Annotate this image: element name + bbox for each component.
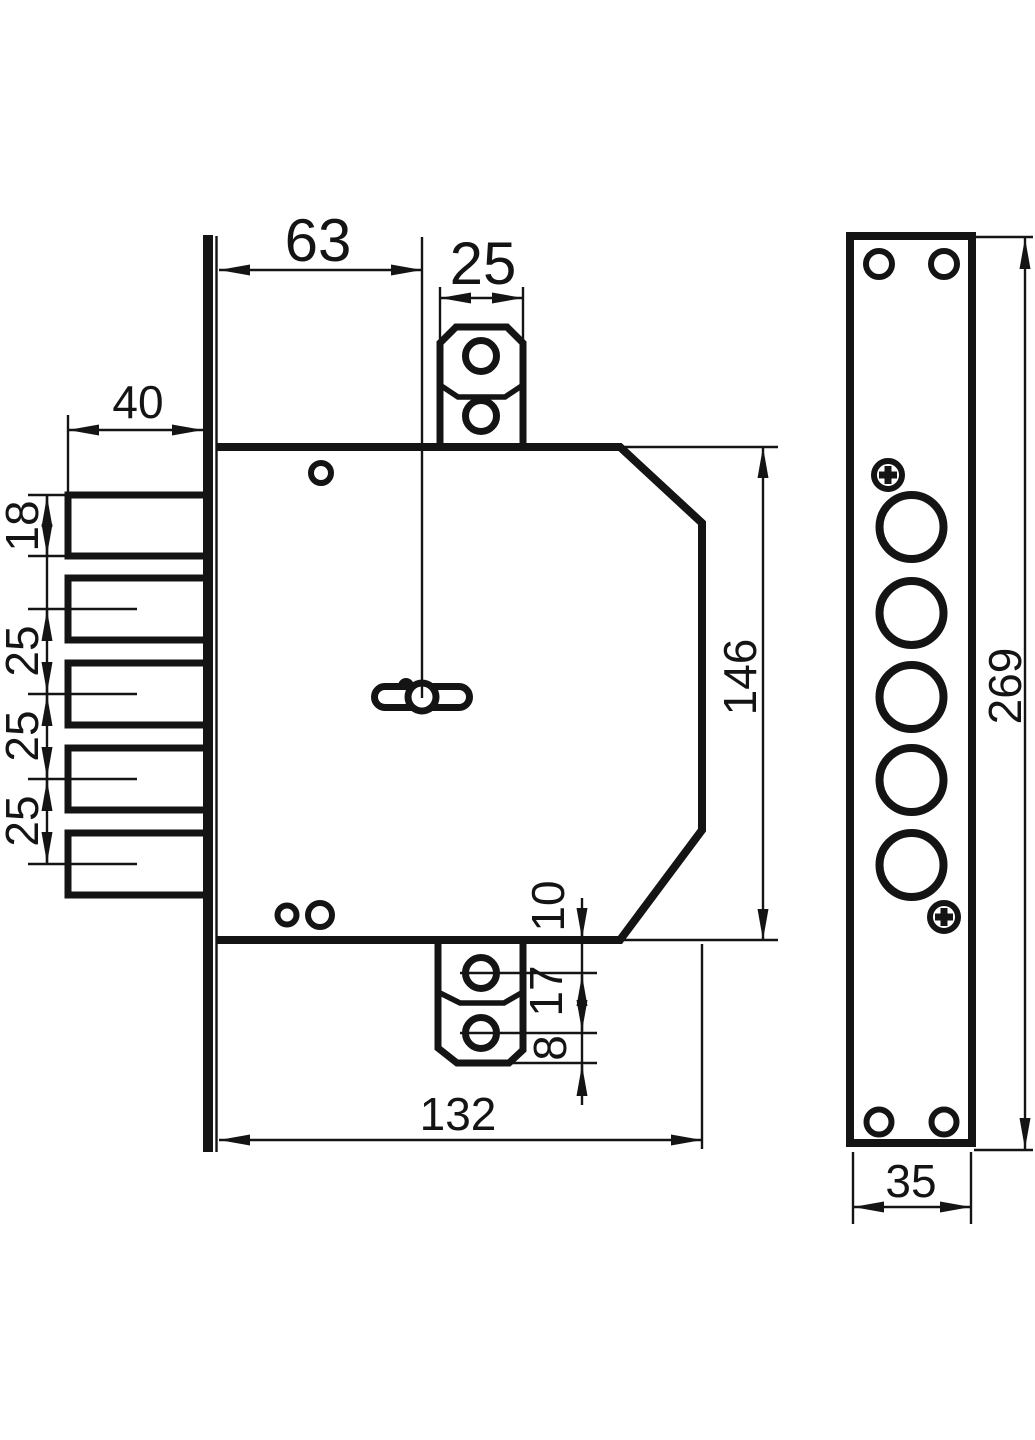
front-view: [846, 232, 976, 1147]
body-hole-bottom-right: [305, 900, 335, 930]
dim-aux-hole-offset-label: 10: [522, 880, 574, 931]
plate-bolt-hole-1: [875, 491, 948, 563]
dim-aux-hole-chain: 10 17 8: [460, 880, 597, 1105]
dim-aux-hole-to-bottom-label: 8: [524, 1035, 576, 1061]
deadbolt-1: [64, 491, 203, 560]
dim-body-height-label: 146: [714, 639, 766, 716]
dim-bolt-height-label: 18: [0, 500, 48, 551]
body-hole-bottom-left: [274, 902, 300, 928]
dim-plate-height: 269: [974, 235, 1033, 1152]
dim-plate-height-label: 269: [979, 648, 1031, 725]
plate-screw-hole-bottom-left: [863, 1106, 895, 1138]
plate-screw-hole-bottom-right: [928, 1106, 960, 1138]
bottom-latch-division: [436, 989, 525, 1006]
dim-backset: 63: [219, 207, 422, 276]
plate-bolt-hole-3: [875, 661, 948, 733]
dim-top-latch-width: 25: [438, 230, 525, 345]
top-latch: [436, 323, 527, 447]
dim-aux-hole-spacing-label: 17: [520, 965, 572, 1016]
deadbolts: [28, 491, 203, 899]
top-latch-division: [438, 382, 525, 400]
dim-bolt-spacing-c-label: 25: [0, 795, 48, 846]
dim-plate-width: 35: [851, 1152, 973, 1224]
faceplate-edge-bar: [203, 235, 213, 1152]
dim-plate-width-label: 35: [885, 1155, 936, 1207]
dim-bolt-stack: 18 25 25 25: [0, 493, 72, 864]
plate-bolt-hole-4: [875, 744, 948, 816]
top-latch-hole-1: [462, 337, 500, 375]
top-latch-hole-2: [462, 397, 500, 435]
plate-bolt-hole-5: [875, 829, 948, 901]
dim-backset-label: 63: [285, 207, 352, 274]
screw-bottom-icon: [927, 900, 961, 934]
dimensions-front-view: 269 35: [851, 235, 1033, 1224]
dim-bolt-spacing-a-label: 25: [0, 625, 48, 676]
bottom-latch: [434, 940, 527, 1067]
plate-screw-hole-top-left: [863, 248, 895, 280]
dim-bolt-spacing-b-label: 25: [0, 710, 48, 761]
body-hole-top: [308, 460, 334, 486]
plate-screw-hole-top-right: [928, 248, 960, 280]
dim-bolt-throw: 40: [66, 376, 203, 492]
plate-bolt-hole-2: [875, 577, 948, 649]
side-view: [28, 235, 706, 1152]
screw-top-icon: [871, 458, 905, 492]
dim-top-latch-width-label: 25: [450, 230, 517, 297]
dim-body-height: 146: [622, 445, 778, 942]
dim-body-length-label: 132: [420, 1088, 497, 1140]
top-latch-outline: [436, 323, 527, 447]
dimensions-side-view: 63 25 40 18 25: [0, 207, 778, 1149]
dim-body-length: 132: [219, 944, 704, 1149]
dim-bolt-throw-label: 40: [112, 376, 163, 428]
